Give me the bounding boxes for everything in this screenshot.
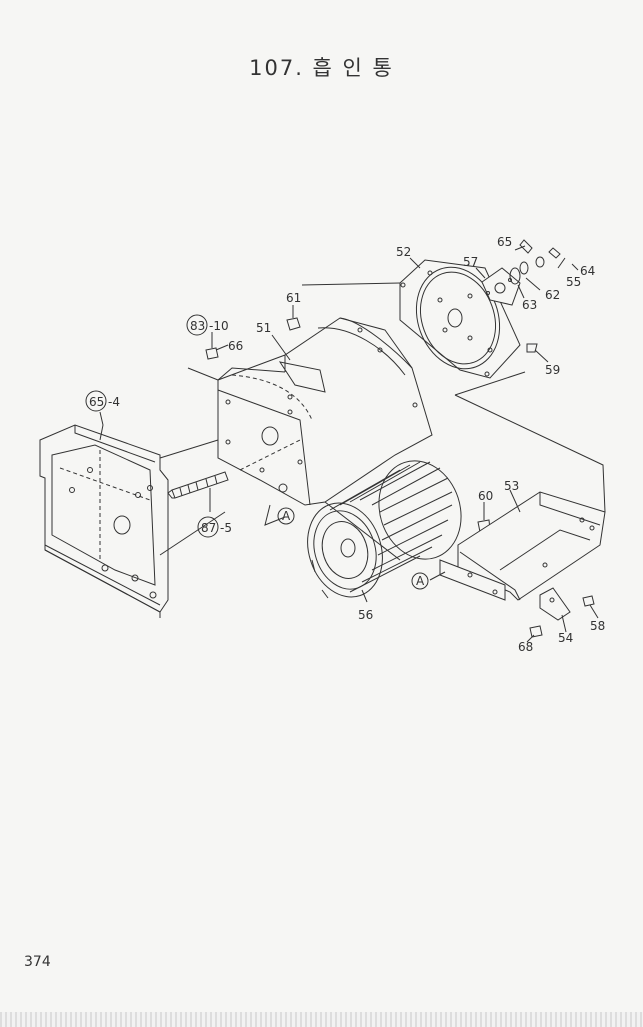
part-label-65: 65 xyxy=(497,235,512,249)
scan-edge xyxy=(0,1012,643,1027)
callout-65-4: 65 -4 xyxy=(85,390,120,412)
part-label-64: 64 xyxy=(580,264,595,278)
callout-87-number: 87 xyxy=(201,521,216,535)
leader-lines xyxy=(99,245,606,643)
reference-a-bracket: A xyxy=(411,572,429,590)
part-label-58: 58 xyxy=(590,619,605,633)
shaft xyxy=(167,471,229,499)
callout-83-number: 83 xyxy=(190,319,205,333)
part-label-55: 55 xyxy=(566,275,581,289)
motor-bracket xyxy=(439,491,606,601)
reference-a-label: A xyxy=(416,574,425,588)
part-label-61: 61 xyxy=(286,291,301,305)
part-label-53: 53 xyxy=(504,479,519,493)
part-label-59: 59 xyxy=(545,363,560,377)
part-label-51: 51 xyxy=(256,321,271,335)
callout-83-10: 83 -10 xyxy=(186,314,229,336)
part-label-56: 56 xyxy=(358,608,373,622)
part-label-57: 57 xyxy=(463,255,478,269)
callout-65-suffix: -4 xyxy=(108,395,120,409)
reference-a-label: A xyxy=(282,509,291,523)
callout-65-number: 65 xyxy=(89,395,104,409)
callout-87-5: 87 -5 xyxy=(197,516,232,538)
page-title: 107. 흡 인 통 xyxy=(249,56,394,80)
part-label-54: 54 xyxy=(558,631,573,645)
small-bracket xyxy=(539,587,571,621)
part-label-66: 66 xyxy=(228,339,243,353)
reference-a-housing: A xyxy=(277,507,295,525)
part-label-63: 63 xyxy=(522,298,537,312)
side-panel xyxy=(39,424,169,618)
page-number: 374 xyxy=(24,954,51,970)
fan-wheel xyxy=(307,460,462,599)
fan-housing xyxy=(217,317,433,506)
callout-83-suffix: -10 xyxy=(209,319,229,333)
part-label-62: 62 xyxy=(545,288,560,302)
part-label-52: 52 xyxy=(396,245,411,259)
part-label-60: 60 xyxy=(478,489,493,503)
part-label-68: 68 xyxy=(518,640,533,654)
callout-87-suffix: -5 xyxy=(220,521,232,535)
